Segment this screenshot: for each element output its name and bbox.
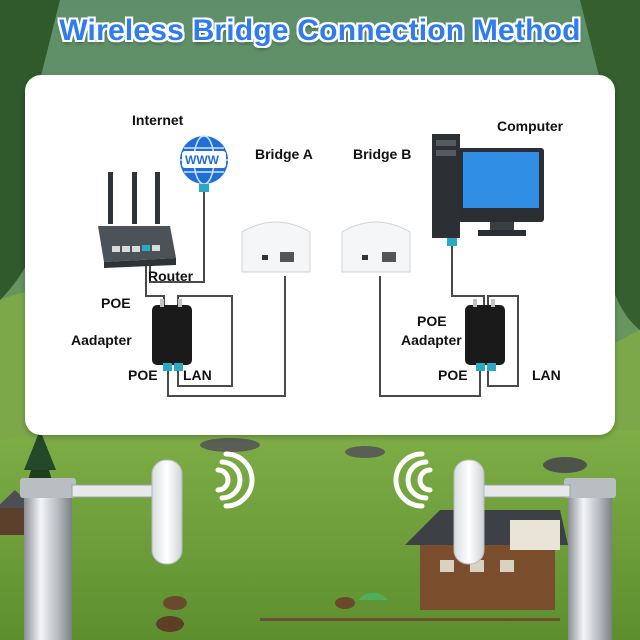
bridge-b-device: [341, 221, 411, 273]
label-adapter-left: Aadapter: [71, 332, 132, 348]
label-router: Router: [148, 268, 194, 284]
label-www: WWW: [185, 153, 219, 167]
globe-icon: [180, 135, 228, 192]
label-adapter-right: Aadapter: [401, 332, 462, 348]
poe-adapter-right: [465, 299, 505, 371]
label-poe-left: POE: [101, 295, 131, 311]
poe-adapter-left: [152, 299, 192, 371]
router-device: [98, 172, 176, 268]
label-poe-right: POE: [417, 313, 447, 329]
label-internet: Internet: [132, 112, 184, 128]
wifi-signal-icon: [215, 451, 433, 509]
label-poe-port-right: POE: [438, 367, 468, 383]
computer-device: [432, 134, 544, 246]
label-lan-port-left: LAN: [183, 367, 212, 383]
bridge-a-device: [241, 221, 311, 273]
label-bridge-b: Bridge B: [353, 146, 412, 162]
label-bridge-a: Bridge A: [255, 146, 313, 162]
label-computer: Computer: [497, 118, 564, 134]
cables: [145, 188, 519, 397]
label-lan-port-right: LAN: [532, 367, 561, 383]
label-poe-port-left: POE: [128, 367, 158, 383]
page-title: Wireless Bridge Connection Method: [59, 14, 581, 47]
